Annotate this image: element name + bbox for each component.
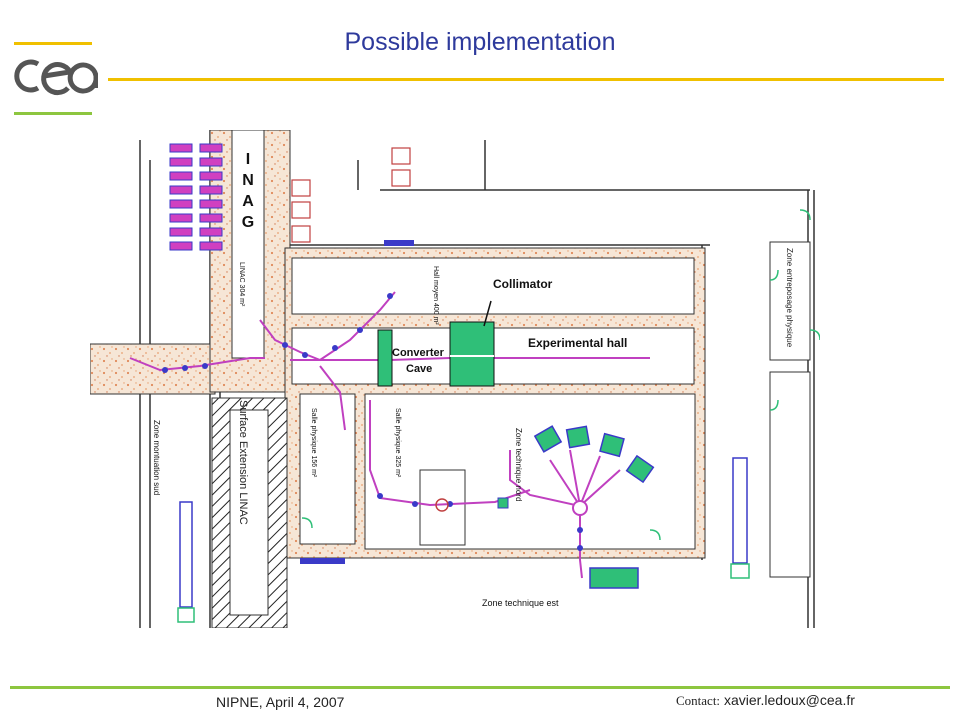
- linac-label: I: [246, 151, 250, 168]
- zone-entreposage-label: Zone entreposage physique: [785, 248, 794, 348]
- equipment-left: [179, 501, 193, 608]
- upper-room: [291, 257, 695, 315]
- footer-contact: Contact: xavier.ledoux@cea.fr: [676, 692, 855, 709]
- equipment-right: [732, 457, 748, 564]
- contact-label: Contact:: [676, 693, 721, 708]
- experimental-hall-label: Experimental hall: [528, 336, 627, 350]
- title-rule: [108, 78, 944, 81]
- zone-montuation-sud-label: Zone montuation sud: [152, 420, 161, 495]
- linac-label-g: G: [242, 214, 254, 231]
- linac-label-a: A: [242, 193, 254, 210]
- surface-extension-label: Surface Extension LINAC: [237, 400, 249, 525]
- converter-block: [377, 329, 393, 387]
- doors: [301, 209, 820, 541]
- linac-tunnel: [231, 130, 265, 359]
- converter-label: Converter: [392, 347, 445, 359]
- blue-bar-1: [384, 240, 414, 246]
- logo-bottom-line: [14, 112, 92, 115]
- footer-rule: [10, 686, 950, 689]
- hall-area-label: Hall moyen 400 m²: [432, 266, 439, 325]
- right-storage-room: [769, 371, 811, 578]
- inner-cave: [419, 469, 466, 546]
- logo-top-line: [14, 42, 92, 45]
- floor-plan: I N A G Surface Extension LINAC Zone ent…: [90, 130, 820, 628]
- switching-magnet: [572, 500, 588, 516]
- salle-physique-2-label: Salle physique 325 m²: [394, 408, 401, 478]
- collimator-block: [449, 321, 495, 387]
- detector-stations: [533, 425, 655, 589]
- salle-physique-1-room: [299, 393, 356, 545]
- cave-label: Cave: [406, 363, 432, 375]
- rf-cabinets: [169, 143, 223, 251]
- blue-bar-2: [300, 558, 345, 564]
- top-labs: [291, 147, 411, 243]
- target-circle: [435, 498, 449, 512]
- linac-area-label: LINAC 304 m²: [238, 262, 245, 307]
- contact-email: xavier.ledoux@cea.fr: [723, 692, 855, 708]
- linac-label-n: N: [242, 172, 254, 189]
- zone-technique-nord-label: Zone technique nord: [514, 428, 523, 501]
- green-block-small: [497, 497, 509, 509]
- cea-logo-mark: [14, 59, 98, 96]
- salle-physique-1-label: Salle physique 156 m²: [310, 408, 317, 478]
- collimator-label: Collimator: [493, 277, 553, 291]
- access-corridor: [90, 343, 216, 395]
- zone-technique-est-label: Zone technique est: [482, 598, 559, 608]
- slide-title: Possible implementation: [344, 28, 616, 56]
- zone-entreposage-room: [769, 241, 811, 361]
- footer-date: NIPNE, April 4, 2007: [216, 694, 345, 710]
